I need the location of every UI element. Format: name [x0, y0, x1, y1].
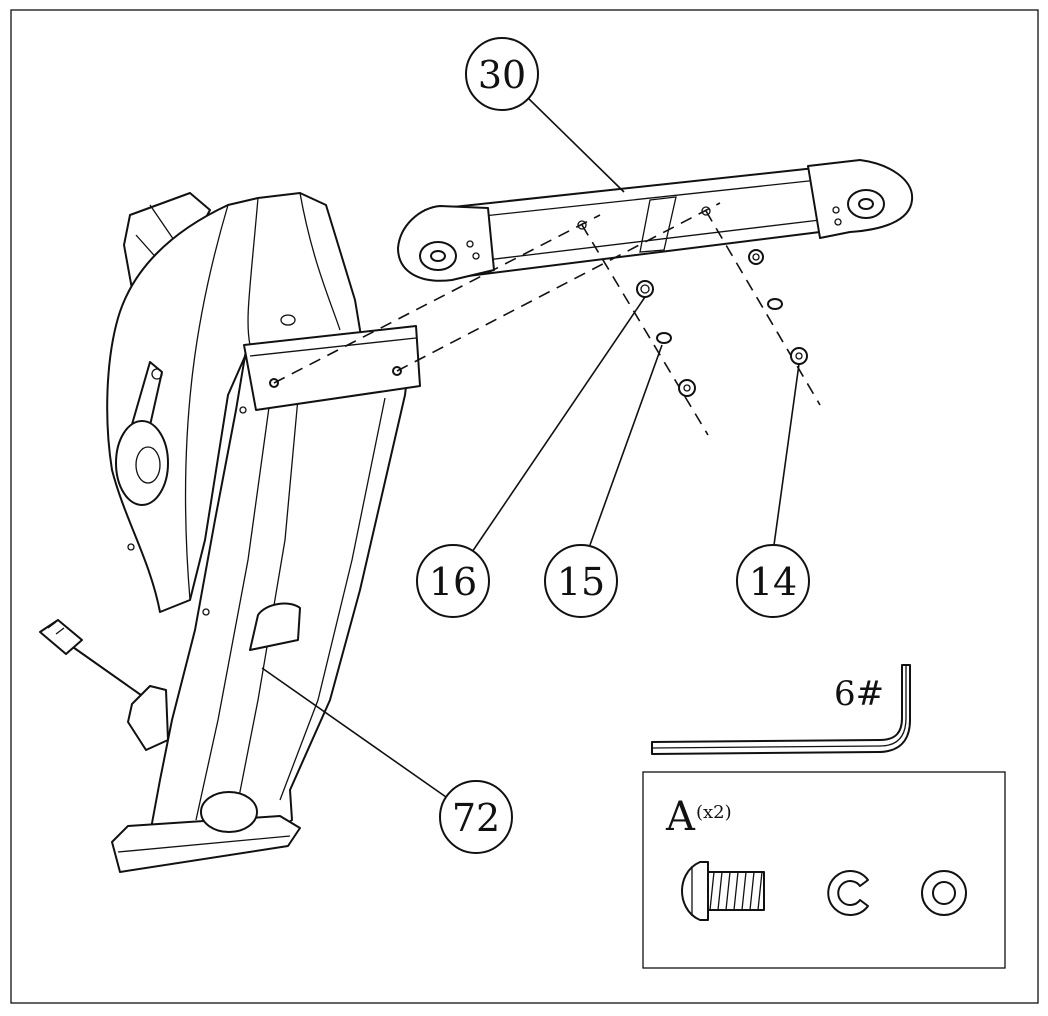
- callout-72: 72: [439, 780, 513, 854]
- sensor-cable: [39, 619, 169, 751]
- kit-letter: A: [665, 794, 696, 840]
- kit-quantity: (x2): [696, 802, 732, 823]
- callout-30: 30: [465, 37, 539, 111]
- main-frame-part-72: [106, 192, 421, 873]
- tool-size-label: 6#: [834, 674, 884, 714]
- callout-14: 14: [736, 544, 810, 618]
- lock-washer-icon: [827, 870, 869, 916]
- bolt-14b: [790, 347, 808, 365]
- callout-16: 16: [416, 544, 490, 618]
- diagram-border: [10, 9, 1039, 1004]
- washer-16: [636, 280, 654, 298]
- crossbar-part-30: [397, 159, 914, 282]
- bolt-icon: [681, 861, 765, 921]
- svg-text:15: 15: [557, 560, 605, 604]
- allen-wrench-tool: 6#: [651, 664, 911, 755]
- alignment-lines: [273, 202, 821, 436]
- svg-text:14: 14: [749, 560, 797, 604]
- svg-text:30: 30: [478, 53, 526, 97]
- svg-text:16: 16: [429, 560, 477, 604]
- lock-washer-15: [656, 332, 672, 344]
- leader-lines: [261, 97, 800, 798]
- callout-15: 15: [544, 544, 618, 618]
- exploded-fasteners: [636, 249, 808, 397]
- hardware-kit-box: A (x2): [642, 771, 1006, 969]
- bolt-14a: [678, 379, 696, 397]
- svg-text:72: 72: [452, 796, 500, 840]
- flat-washer-icon: [921, 870, 967, 916]
